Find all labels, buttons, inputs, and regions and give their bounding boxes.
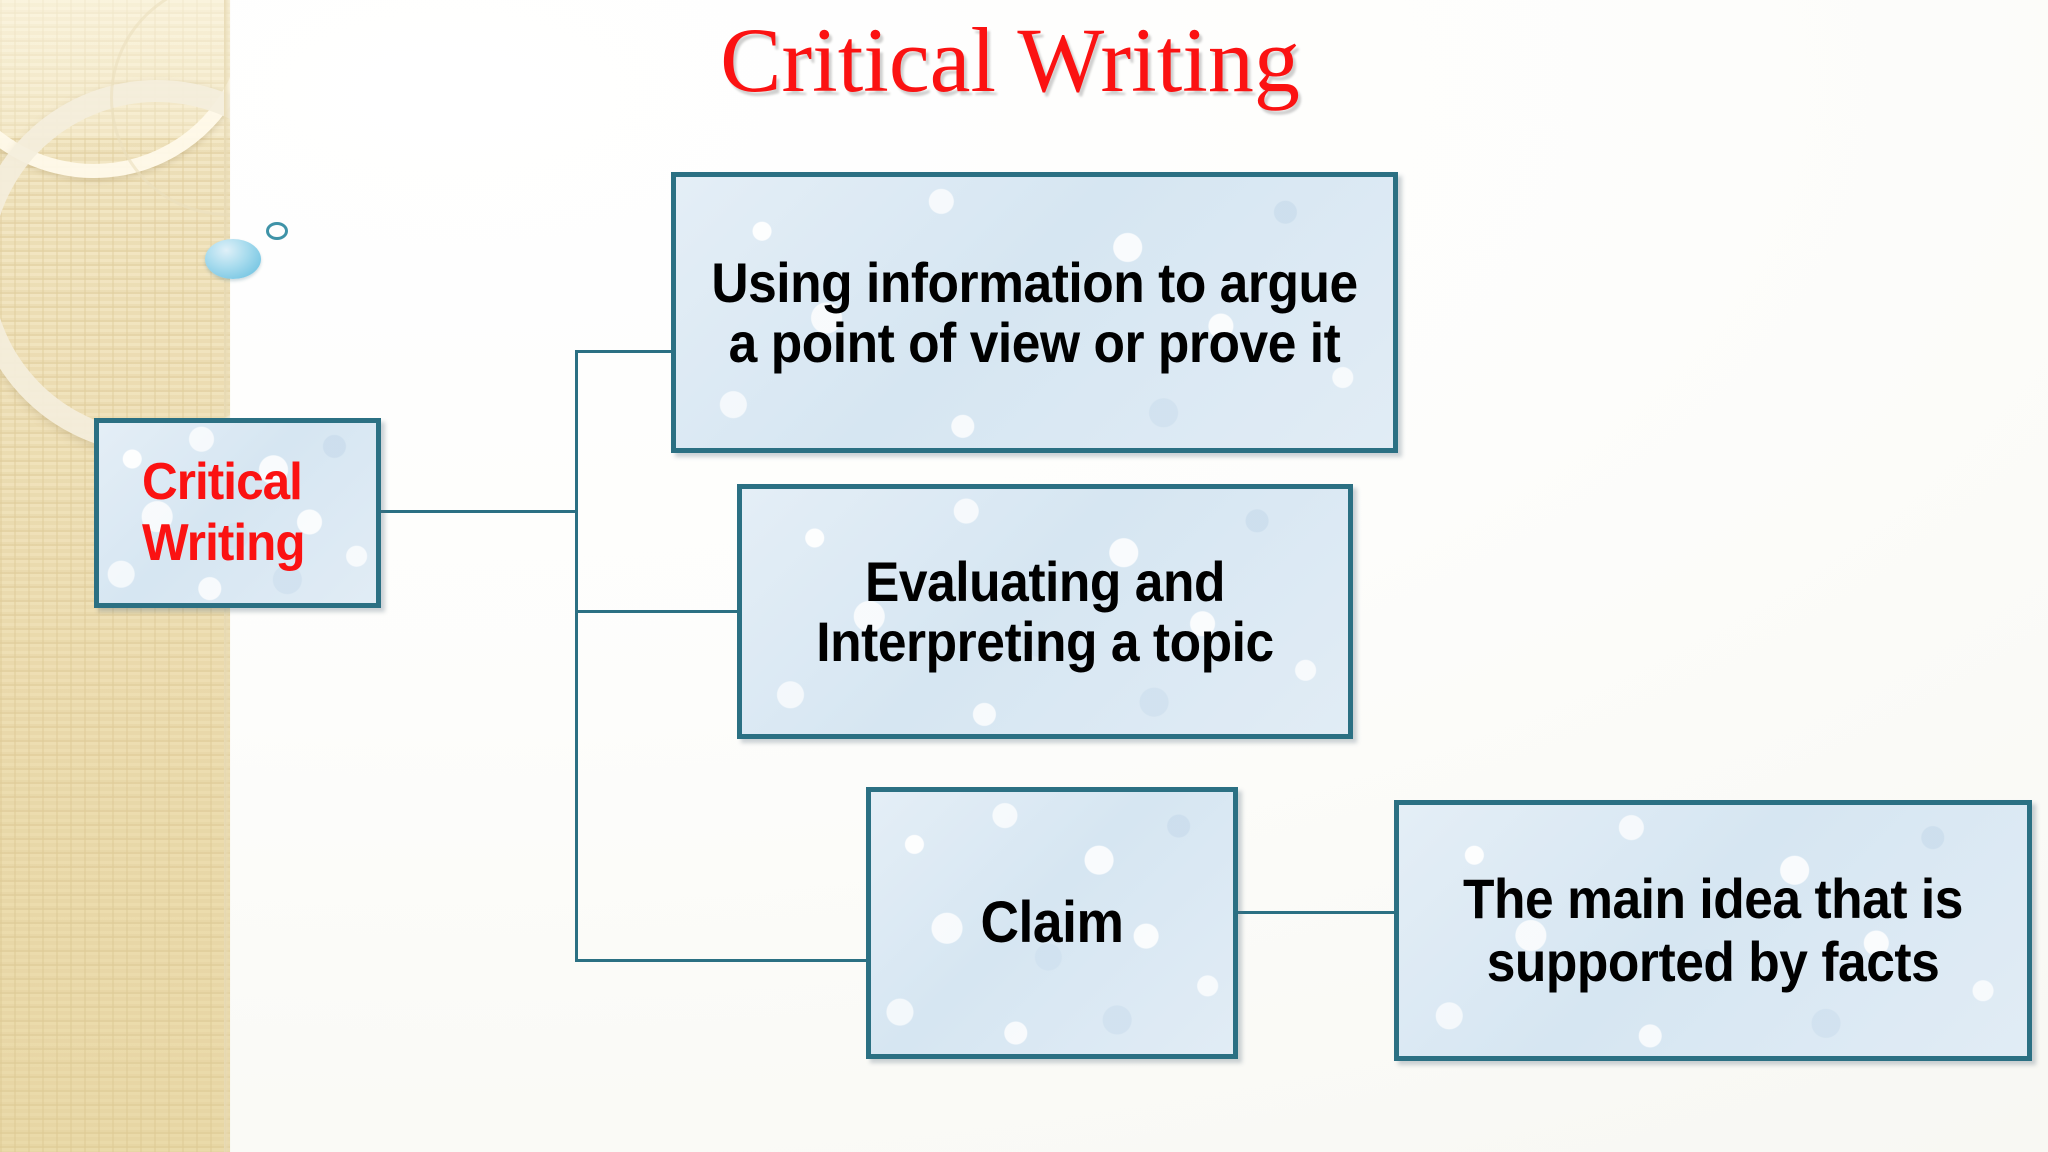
diagram-node-critical-writing[interactable]: Critical Writing (94, 418, 381, 608)
diagram-node-argue[interactable]: Using information to argue a point of vi… (671, 172, 1398, 453)
page-title: Critical Writing (720, 9, 1300, 111)
node-label: Evaluating and Interpreting a topic (816, 549, 1274, 673)
connector-claim-to-definition (1238, 911, 1396, 914)
node-label: Claim (980, 889, 1124, 955)
connector-trunk (575, 350, 578, 962)
teal-ring-icon (266, 222, 288, 240)
sidebar-top-block (0, 0, 230, 138)
connector-to-branch-3 (575, 959, 868, 962)
connector-to-branch-2 (575, 610, 739, 613)
connector-to-branch-1 (575, 350, 673, 353)
node-label: The main idea that is supported by facts (1463, 866, 1963, 993)
blue-ellipse-icon (205, 239, 261, 279)
node-label: Critical Writing (142, 452, 306, 572)
connector-root-to-trunk (381, 510, 575, 513)
node-label: Using information to argue a point of vi… (711, 250, 1358, 374)
diagram-node-claim-definition[interactable]: The main idea that is supported by facts (1394, 800, 2032, 1061)
diagram-node-evaluate[interactable]: Evaluating and Interpreting a topic (737, 484, 1353, 739)
diagram-node-claim[interactable]: Claim (866, 787, 1238, 1059)
